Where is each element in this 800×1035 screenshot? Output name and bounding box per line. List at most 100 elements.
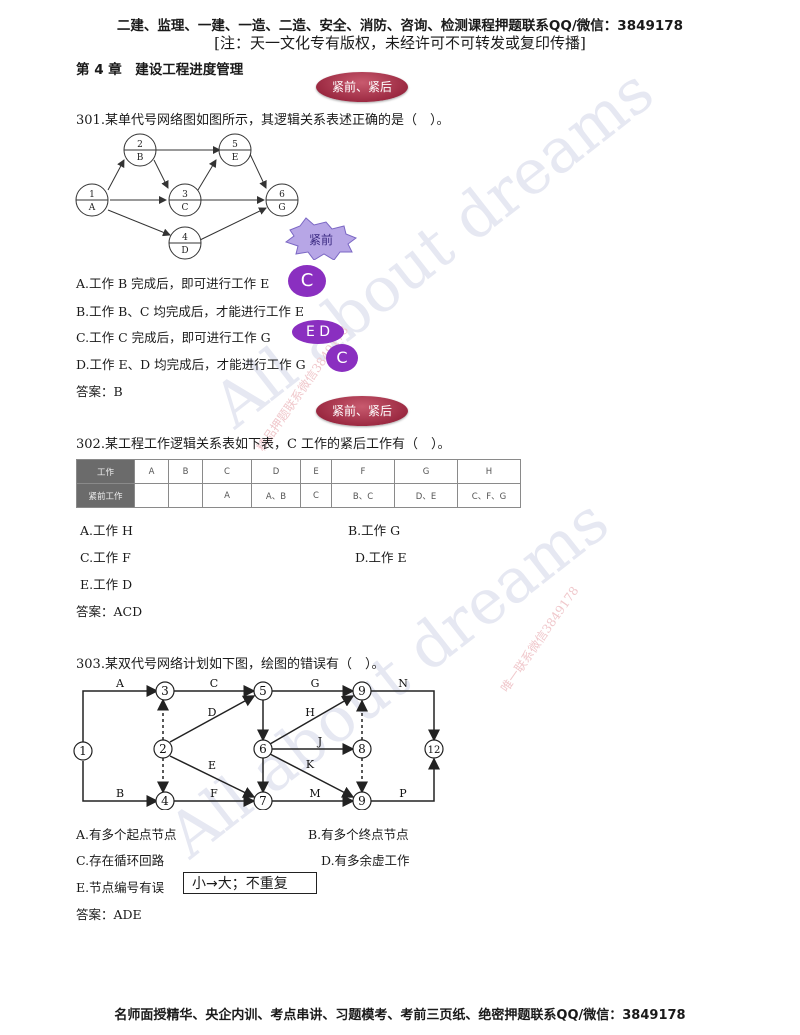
event-node-2 bbox=[153, 739, 173, 759]
activity-label-c: C bbox=[210, 677, 218, 690]
node-3-label: C bbox=[182, 203, 189, 213]
event-node-7 bbox=[253, 791, 273, 810]
table-cell: D bbox=[251, 459, 301, 484]
node-5-num: 5 bbox=[232, 140, 238, 150]
handwritten-note-box: 小→大；不重复 bbox=[183, 872, 317, 894]
option-303-b[interactable]: B.有多个终点节点 bbox=[308, 827, 409, 842]
option-302-c[interactable]: C.工作 F bbox=[80, 550, 131, 565]
activity-label-g: G bbox=[311, 677, 320, 690]
event-node-1-num: 1 bbox=[79, 744, 87, 758]
event-node-5 bbox=[253, 681, 273, 701]
table-cell: D、E bbox=[394, 483, 458, 508]
event-node-5-num: 5 bbox=[259, 684, 267, 698]
activity-label-m: M bbox=[309, 787, 320, 800]
event-node-7-num: 7 bbox=[259, 794, 267, 808]
table-cell bbox=[168, 483, 203, 508]
node-1-label: A bbox=[88, 203, 96, 213]
table-cell: A bbox=[202, 483, 252, 508]
answer-302: 答案：ACD bbox=[76, 604, 143, 619]
activity-label-e: E bbox=[208, 759, 216, 772]
question-302-stem: 302.某工程工作逻辑关系表如下表，C 工作的紧后工作有（ ）。 bbox=[76, 437, 451, 452]
event-node-6 bbox=[253, 739, 273, 759]
double-code-network-diagram: 1 2 3 4 5 6 7 8 9 9 12 A B C D E F G H J… bbox=[73, 677, 444, 810]
node-2-num: 2 bbox=[137, 140, 143, 150]
event-node-9-top-num: 9 bbox=[358, 684, 366, 698]
node-4-label: D bbox=[181, 246, 188, 256]
activity-label-b: B bbox=[116, 787, 124, 800]
answer-303: 答案：ADE bbox=[76, 907, 142, 922]
node-5-label: E bbox=[232, 153, 239, 163]
node-2-label: B bbox=[137, 153, 144, 163]
node-6-num: 6 bbox=[279, 190, 285, 200]
option-302-a[interactable]: A.工作 H bbox=[80, 523, 133, 538]
option-303-a[interactable]: A.有多个起点节点 bbox=[76, 827, 177, 842]
option-302-e[interactable]: E.工作 D bbox=[80, 577, 133, 592]
annotation-bubble-d: C bbox=[326, 344, 358, 372]
chapter-title: 第 4 章 建设工程进度管理 bbox=[76, 62, 244, 78]
star-badge-text: 紧前 bbox=[309, 232, 333, 247]
logic-relation-table: 工作 A B C D E F G H 紧前工作 A A、B C B、C D、E … bbox=[76, 459, 521, 508]
event-node-4-num: 4 bbox=[161, 794, 169, 808]
option-301-d[interactable]: D.工作 E、D 均完成后，才能进行工作 G bbox=[76, 357, 306, 372]
option-302-d[interactable]: D.工作 E bbox=[355, 550, 407, 565]
table-cell: E bbox=[300, 459, 332, 484]
table-cell: C、F、G bbox=[457, 483, 521, 508]
node-1-num: 1 bbox=[89, 190, 95, 200]
event-node-3-num: 3 bbox=[161, 684, 169, 698]
option-302-b[interactable]: B.工作 G bbox=[348, 523, 401, 538]
node-4-num: 4 bbox=[182, 233, 188, 243]
table-cell: F bbox=[331, 459, 395, 484]
single-code-network-diagram: 1 A 2 B 3 C 4 D 5 E 6 G 紧前 bbox=[75, 133, 358, 260]
activity-label-f: F bbox=[210, 787, 218, 800]
table-cell: A、B bbox=[251, 483, 301, 508]
activity-label-p: P bbox=[399, 787, 407, 800]
node-3-num: 3 bbox=[182, 190, 188, 200]
event-node-12-num: 12 bbox=[428, 745, 441, 756]
event-node-9-top bbox=[352, 681, 372, 701]
node-6-label: G bbox=[278, 203, 285, 213]
tag-pill-301: 紧前、紧后 bbox=[316, 72, 408, 102]
star-badge bbox=[284, 217, 358, 260]
option-303-d[interactable]: D.有多余虚工作 bbox=[321, 853, 410, 868]
event-node-8 bbox=[352, 739, 372, 759]
event-node-1 bbox=[73, 741, 93, 761]
tag-pill-302: 紧前、紧后 bbox=[316, 396, 408, 426]
option-301-a[interactable]: A.工作 B 完成后，即可进行工作 E bbox=[76, 276, 270, 291]
event-node-3 bbox=[155, 681, 175, 701]
event-node-4 bbox=[155, 791, 175, 810]
annotation-bubble-a: C bbox=[288, 265, 326, 297]
activity-label-h: H bbox=[305, 706, 315, 719]
option-303-e[interactable]: E.节点编号有误 bbox=[76, 880, 165, 895]
answer-301: 答案：B bbox=[76, 384, 123, 399]
event-node-9-bottom bbox=[352, 791, 372, 810]
table-cell: B bbox=[168, 459, 203, 484]
header-copyright: [注：天一文化专有版权，未经许可不可转发或复印传播] bbox=[214, 34, 586, 52]
activity-label-a: A bbox=[115, 677, 125, 690]
footer-ad: 名师面授精华、央企内训、考点串讲、习题模考、考前三页纸、绝密押题联系QQ/微信：… bbox=[114, 1008, 686, 1023]
option-301-c[interactable]: C.工作 C 完成后，即可进行工作 G bbox=[76, 330, 271, 345]
event-node-6-num: 6 bbox=[259, 742, 267, 756]
table-head-pred: 紧前工作 bbox=[76, 483, 135, 508]
annotation-bubble-c: E D bbox=[292, 320, 344, 344]
table-cell: H bbox=[457, 459, 521, 484]
activity-label-n: N bbox=[398, 677, 408, 690]
table-cell: B、C bbox=[331, 483, 395, 508]
table-cell: C bbox=[300, 483, 332, 508]
table-cell: A bbox=[134, 459, 169, 484]
event-node-8-num: 8 bbox=[358, 742, 366, 756]
question-303-stem: 303.某双代号网络计划如下图，绘图的错误有（ ）。 bbox=[76, 657, 385, 672]
table-cell: G bbox=[394, 459, 458, 484]
table-head-work: 工作 bbox=[76, 459, 135, 484]
activity-label-d: D bbox=[208, 706, 217, 719]
event-node-9-bottom-num: 9 bbox=[358, 794, 366, 808]
table-cell bbox=[134, 483, 169, 508]
option-301-b[interactable]: B.工作 B、C 均完成后，才能进行工作 E bbox=[76, 304, 304, 319]
activity-label-k: K bbox=[306, 758, 315, 771]
option-303-c[interactable]: C.存在循环回路 bbox=[76, 853, 165, 868]
activity-label-j: J bbox=[317, 735, 322, 748]
event-node-12 bbox=[424, 739, 444, 759]
header-line-1: 二建、监理、一建、一造、二造、安全、消防、咨询、检测课程押题联系QQ/微信：38… bbox=[116, 18, 684, 34]
question-301-stem: 301.某单代号网络图如图所示，其逻辑关系表述正确的是（ ）。 bbox=[76, 113, 450, 128]
table-cell: C bbox=[202, 459, 252, 484]
